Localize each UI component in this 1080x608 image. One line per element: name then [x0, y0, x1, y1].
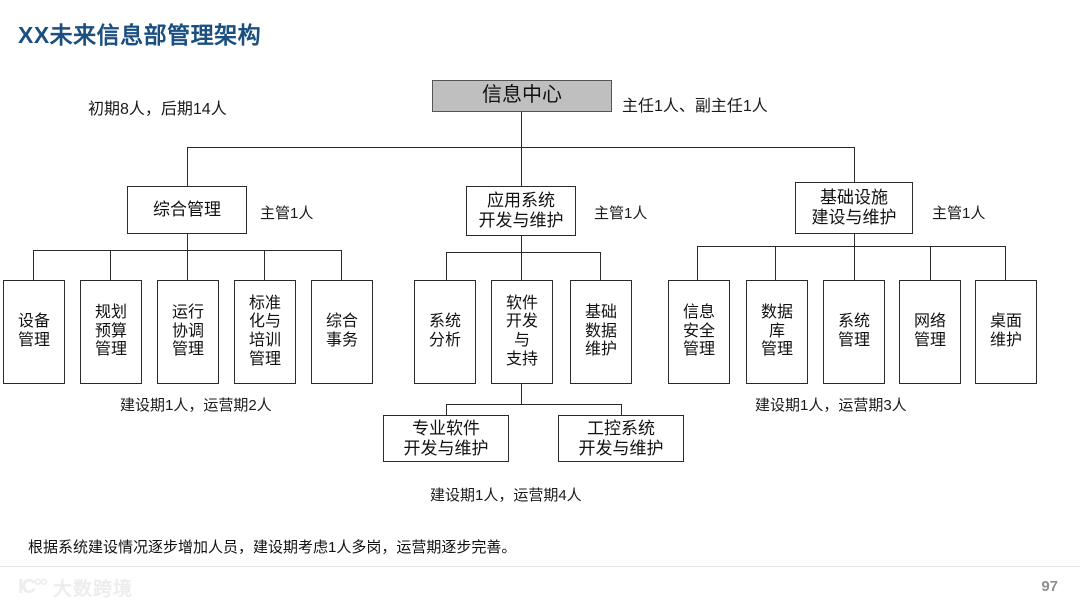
branch-2-annotation: 主管1人: [594, 205, 648, 222]
connector-root-stem: [521, 112, 523, 148]
connector-branch1-drop-2: [110, 250, 112, 280]
node-leaf-equipment-management[interactable]: 设备 管理: [3, 280, 65, 384]
node-root-information-center[interactable]: 信息中心: [432, 80, 612, 112]
connector-sub-stem: [521, 384, 523, 404]
connector-branch1-drop-3: [187, 250, 189, 280]
node-branch-comprehensive-management[interactable]: 综合管理: [127, 186, 247, 234]
node-leaf-desktop-maintenance[interactable]: 桌面 维护: [975, 280, 1037, 384]
slide-caption: 根据系统建设情况逐步增加人员，建设期考虑1人多岗，运营期逐步完善。: [28, 539, 517, 556]
branch-1-annotation: 主管1人: [260, 205, 314, 222]
watermark: IC°° 大数跨境: [18, 574, 133, 601]
connector-drop-branch-1: [187, 147, 189, 186]
node-leaf-database-management[interactable]: 数据 库 管理: [746, 280, 808, 384]
connector-branch2-drop-3: [600, 252, 602, 280]
node-leaf-operation-coordination-management[interactable]: 运行 协调 管理: [157, 280, 219, 384]
connector-branch3-drop-5: [1005, 246, 1007, 280]
page-number: 97: [1041, 578, 1058, 595]
headcount-note: 初期8人，后期14人: [88, 101, 227, 118]
connector-branch1-drop-4: [264, 250, 266, 280]
connector-branch3-drop-4: [930, 246, 932, 280]
watermark-label: 大数跨境: [53, 579, 134, 600]
connector-drop-branch-3: [854, 147, 856, 186]
root-annotation: 主任1人、副主任1人: [622, 98, 768, 115]
connector-sub-drop-2: [621, 404, 623, 415]
node-leaf-basic-data-maintenance[interactable]: 基础 数据 维护: [570, 280, 632, 384]
node-leaf-standardization-training-management[interactable]: 标准 化与 培训 管理: [234, 280, 296, 384]
connector-branch3-drop-1: [697, 246, 699, 280]
node-leaf-system-management[interactable]: 系统 管理: [823, 280, 885, 384]
page-title: XX未来信息部管理架构: [18, 22, 262, 48]
connector-branch3-drop-3: [854, 246, 856, 280]
branch-3-annotation: 主管1人: [932, 205, 986, 222]
node-sub-industrial-control-system-dev[interactable]: 工控系统 开发与维护: [558, 415, 684, 462]
node-branch-infrastructure-construction[interactable]: 基础设施 建设与维护: [795, 182, 913, 234]
node-sub-professional-software-dev[interactable]: 专业软件 开发与维护: [383, 415, 509, 462]
connector-branch1-drop-5: [341, 250, 343, 280]
node-leaf-software-dev-support[interactable]: 软件 开发 与 支持: [491, 280, 553, 384]
connector-branch3-stem: [854, 234, 856, 246]
connector-branch1-drop-1: [33, 250, 35, 280]
connector-branch2-drop-2: [521, 252, 523, 280]
connector-sub-drop-1: [446, 404, 448, 415]
node-leaf-planning-budget-management[interactable]: 规划 预算 管理: [80, 280, 142, 384]
node-leaf-information-security-management[interactable]: 信息 安全 管理: [668, 280, 730, 384]
node-leaf-system-analysis[interactable]: 系统 分析: [414, 280, 476, 384]
connector-branch2-stem: [521, 236, 523, 252]
node-branch-application-system-dev[interactable]: 应用系统 开发与维护: [466, 186, 576, 236]
connector-branch3-bus: [697, 246, 1006, 248]
node-leaf-network-management[interactable]: 网络 管理: [899, 280, 961, 384]
watermark-logo-icon: IC°°: [18, 576, 48, 598]
branch-1-footnote: 建设期1人，运营期2人: [120, 397, 272, 414]
footer-divider: [0, 566, 1080, 567]
connector-branch2-drop-1: [446, 252, 448, 280]
node-leaf-general-affairs[interactable]: 综合 事务: [311, 280, 373, 384]
connector-branch3-drop-2: [775, 246, 777, 280]
connector-branch2-bus: [446, 252, 601, 254]
branch-3-footnote: 建设期1人，运营期3人: [755, 397, 907, 414]
branch-2-footnote: 建设期1人，运营期4人: [430, 487, 582, 504]
connector-sub-bus: [446, 404, 622, 406]
connector-drop-branch-2: [521, 147, 523, 186]
connector-branch1-stem: [187, 234, 189, 250]
